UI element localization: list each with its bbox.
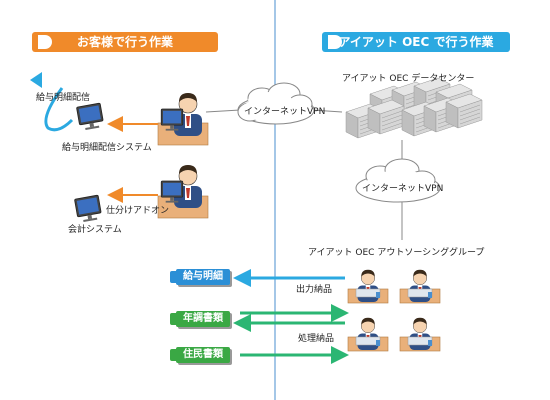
customer-tasks-header: お客様で行う作業 <box>32 32 218 52</box>
doc-tab-icon <box>170 349 176 361</box>
payslip-delivery-label: 給与明細配信 <box>36 93 91 103</box>
vpn-top-label: インターネットVPN <box>244 107 326 117</box>
accounting-system-label: 会計システム <box>68 225 122 235</box>
year-end-doc-badge: 年調書類 <box>170 311 230 327</box>
output-delivery-label: 出力納品 <box>296 285 333 295</box>
year-end-doc-label: 年調書類 <box>183 313 223 324</box>
link-right <box>311 109 343 113</box>
resident-doc-label: 住民書類 <box>183 349 223 360</box>
resident-doc-badge: 住民書類 <box>170 347 230 363</box>
doc-tab-icon <box>170 271 176 283</box>
link-left <box>205 109 241 113</box>
outsourcing-label: アイアット OEC アウトソーシンググループ <box>308 248 485 258</box>
header-tab-icon <box>38 35 52 49</box>
accounting-monitor-icon <box>73 194 103 224</box>
customer-worker-top-icon <box>157 92 209 146</box>
customer-tasks-title: お客様で行う作業 <box>76 35 173 49</box>
journal-addon-label: 仕分けアドオン <box>106 206 170 216</box>
outsourcing-worker-2-icon <box>400 270 440 303</box>
oec-tasks-header: アイアット OEC で行う作業 <box>322 32 510 52</box>
vpn-cloud-top-icon <box>237 82 315 125</box>
process-delivery-label: 処理納品 <box>298 334 335 344</box>
payslip-doc-label: 給与明細 <box>183 271 223 282</box>
customer-worker-bottom-icon <box>157 164 209 219</box>
payslip-delivery-arrow <box>44 87 74 132</box>
payslip-doc-badge: 給与明細 <box>170 269 230 285</box>
payslip-system-label: 給与明細配信システム <box>62 143 152 153</box>
vpn-cloud-mid-icon <box>355 158 441 203</box>
outsourcing-worker-1-icon <box>348 270 388 303</box>
header-tab-icon <box>328 35 342 49</box>
oec-tasks-title: アイアット OEC で行う作業 <box>338 35 494 49</box>
outsourcing-worker-4-icon <box>400 318 440 351</box>
payslip-delivery-arrowhead <box>30 72 42 88</box>
datacenter-label: アイアット OEC データセンター <box>342 74 475 84</box>
payslip-monitor-icon <box>75 102 105 132</box>
outsourcing-worker-3-icon <box>348 318 388 351</box>
vpn-mid-label: インターネットVPN <box>362 184 444 194</box>
datacenter-servers-icon <box>345 77 483 139</box>
doc-tab-icon <box>170 313 176 325</box>
